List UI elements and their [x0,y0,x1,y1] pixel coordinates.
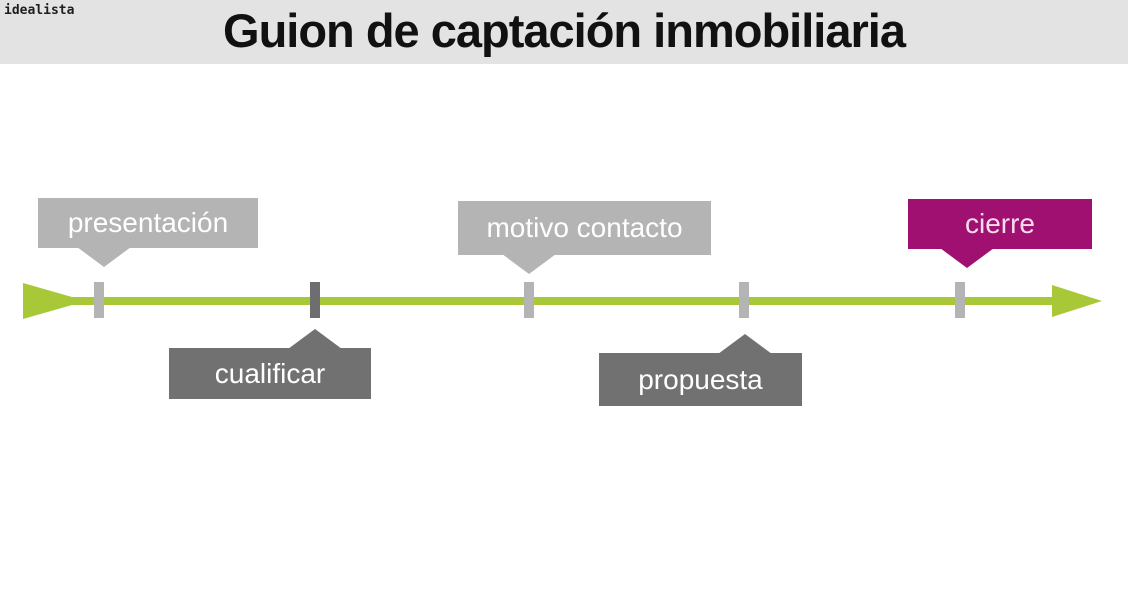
stage-callout-cierre: cierre [908,199,1092,268]
timeline-tick-propuesta [739,282,749,318]
stage-callout-presentacion: presentación [38,198,258,267]
timeline-tick-presentacion [94,282,104,318]
stage-label-presentacion: presentación [67,207,229,238]
callout-tail-down-icon [502,254,556,274]
page-title: Guion de captación inmobiliaria [223,4,906,57]
callout-tail-down-icon [77,247,131,267]
header-bar: idealista Guion de captación inmobiliari… [0,0,1128,64]
arrow-line [60,297,1060,305]
arrow-head [1052,285,1102,317]
stage-label-cualificar: cualificar [214,357,326,389]
stage-label-cierre: cierre [964,208,1035,239]
stage-label-propuesta: propuesta [638,363,763,395]
arrow-start-taper [23,283,72,319]
callout-tail-up-icon [718,334,772,354]
stage-callout-motivo-contacto: motivo contacto [458,201,711,274]
timeline-tick-cierre [955,282,965,318]
idealista-logo: idealista [4,3,75,18]
timeline-tick-cualificar [310,282,320,318]
callout-tail-down-icon [940,248,994,268]
timeline-arrow [23,283,1102,319]
timeline-tick-motivo-contacto [524,282,534,318]
callout-tail-up-icon [288,329,342,349]
stage-callout-cualificar: cualificar [169,329,371,399]
stage-callout-propuesta: propuesta [599,334,802,406]
stage-label-motivo-contacto: motivo contacto [486,212,683,243]
